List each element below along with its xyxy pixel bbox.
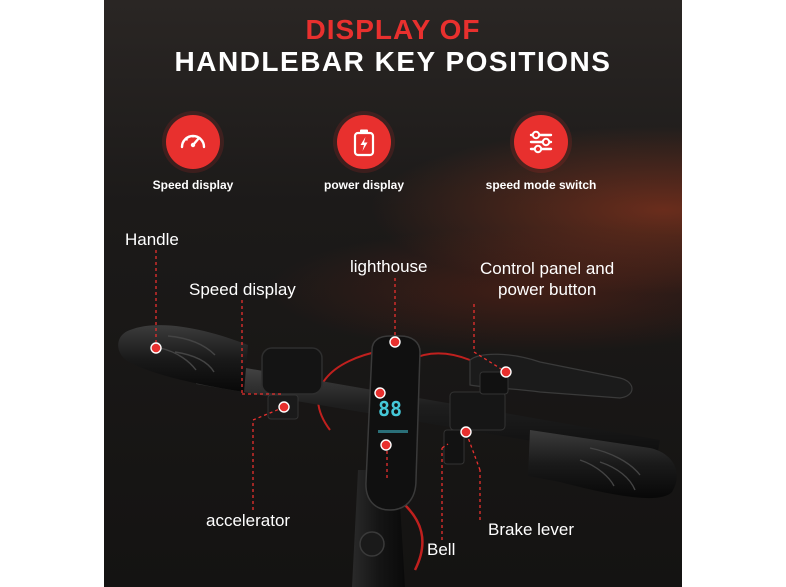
marker-lighthouse [389,336,401,348]
feature-label: Speed display [152,178,234,192]
callout-markers [150,336,512,451]
battery-icon [337,115,391,169]
feature-speed-display: Speed display [118,115,268,192]
feature-label: power display [323,178,405,192]
bell-button [359,531,385,557]
marker-accelerator [278,401,290,413]
feature-speed-mode-switch: speed mode switch [466,115,616,192]
callout-control-panel-line-1: Control panel and [480,259,615,278]
marker-control-panel [500,366,512,378]
title-line-1: DISPLAY OF [305,14,481,45]
marker-speed-display [374,387,386,399]
callout-lighthouse: lighthouse [350,257,428,276]
speedometer-icon [166,115,220,169]
leader-lines [155,250,507,540]
feature-label: speed mode switch [485,178,597,192]
sliders-icon [514,115,568,169]
marker-bell [380,439,392,451]
callout-bell: Bell [427,540,456,559]
feature-power-display: power display [289,115,439,192]
callout-control-panel-line-2: power button [498,280,597,299]
callout-handle: Handle [125,230,179,249]
callout-accelerator: accelerator [206,511,291,530]
callout-speed-display: Speed display [189,280,296,299]
callout-brake-lever: Brake lever [488,520,574,539]
title-line-2: HANDLEBAR KEY POSITIONS [174,46,612,77]
marker-brake-lever [460,426,472,438]
marker-handle [150,342,162,354]
speed-readout: 88 [378,397,402,421]
